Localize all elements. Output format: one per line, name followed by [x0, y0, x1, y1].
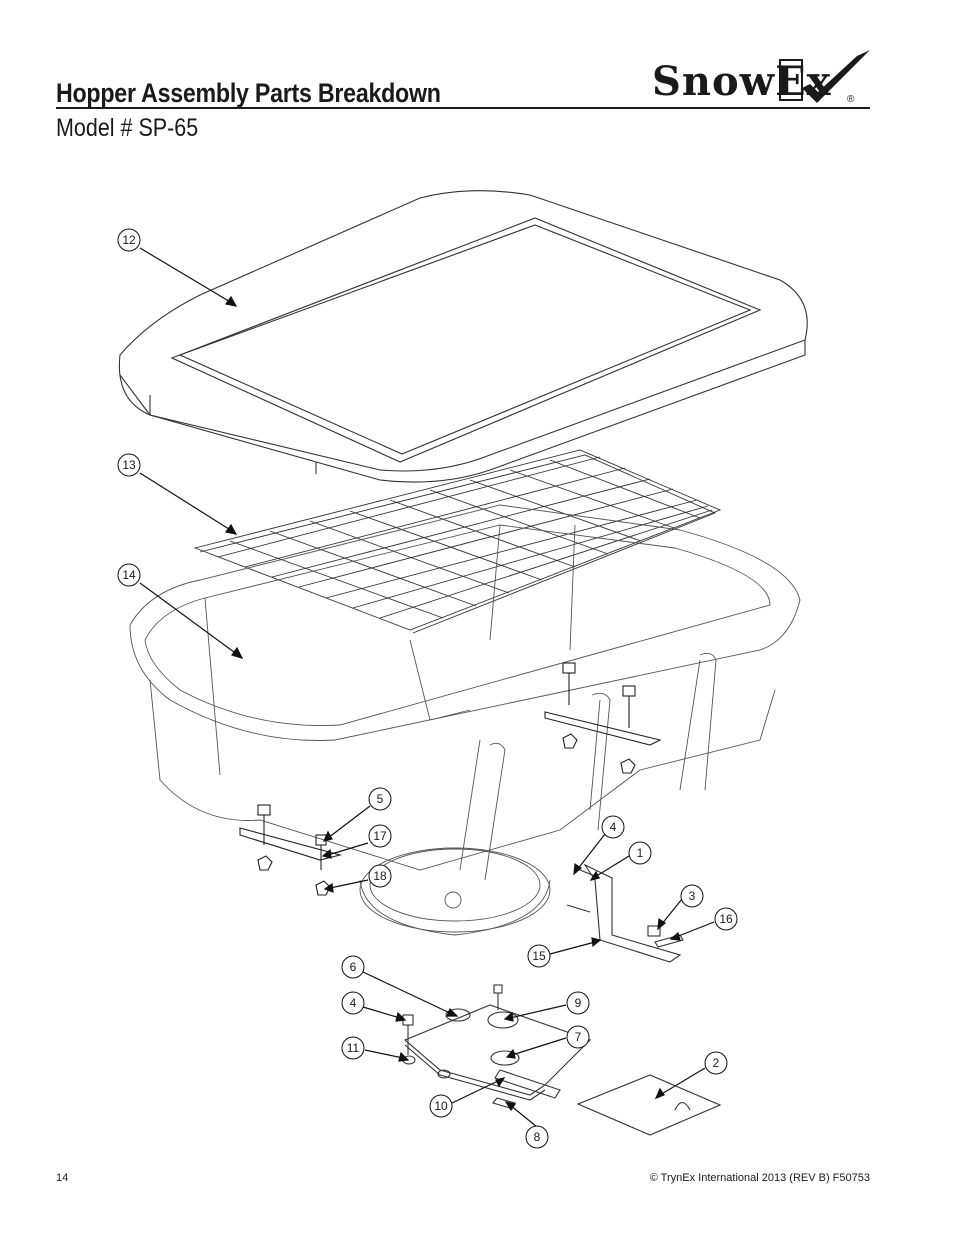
title-rule — [56, 107, 870, 109]
copyright-notice: © TrynEx International 2013 (REV B) F507… — [649, 1172, 870, 1184]
grate-part — [193, 449, 722, 634]
callout-label: 8 — [534, 1130, 541, 1144]
callout-label: 2 — [713, 1056, 720, 1070]
callout-label: 5 — [377, 792, 384, 806]
callout-label: 9 — [575, 996, 582, 1010]
callout-label: 16 — [719, 912, 733, 926]
callout-label: 14 — [122, 568, 136, 582]
hardware-parts — [239, 662, 662, 896]
logo-checkmark-icon — [779, 50, 870, 103]
clip-parts — [647, 925, 684, 948]
page-subtitle: Model # SP-65 — [56, 114, 199, 142]
spinner-assembly-part — [402, 984, 592, 1109]
callout-label: 10 — [434, 1099, 448, 1113]
bracket-part — [566, 863, 682, 963]
exploded-parts-diagram: 12 13 14 5 17 18 4 1 3 16 15 6 4 9 7 11 … — [117, 190, 808, 1149]
lid-part — [118, 190, 808, 483]
callout-label: 15 — [532, 949, 546, 963]
callout-label: 1 — [637, 846, 644, 860]
page-title: Hopper Assembly Parts Breakdown — [56, 78, 441, 108]
page-number: 14 — [56, 1172, 69, 1184]
callout-label: 4 — [610, 820, 617, 834]
callout-label: 7 — [575, 1030, 582, 1044]
callout-label: 3 — [689, 889, 696, 903]
callout-label: 12 — [122, 233, 136, 247]
callout-label: 4 — [350, 996, 357, 1010]
logo-registered-mark: ® — [847, 94, 855, 105]
hopper-body-part — [129, 504, 801, 936]
callout-label: 17 — [373, 829, 387, 843]
deflector-part — [576, 1074, 722, 1136]
callout-label: 13 — [122, 458, 136, 472]
callout-label: 6 — [350, 960, 357, 974]
logo-wordmark: SnowEx — [652, 58, 832, 105]
callout-label: 11 — [347, 1041, 360, 1055]
callout-label: 18 — [373, 869, 387, 883]
snowex-logo: SnowEx ® — [652, 48, 872, 110]
